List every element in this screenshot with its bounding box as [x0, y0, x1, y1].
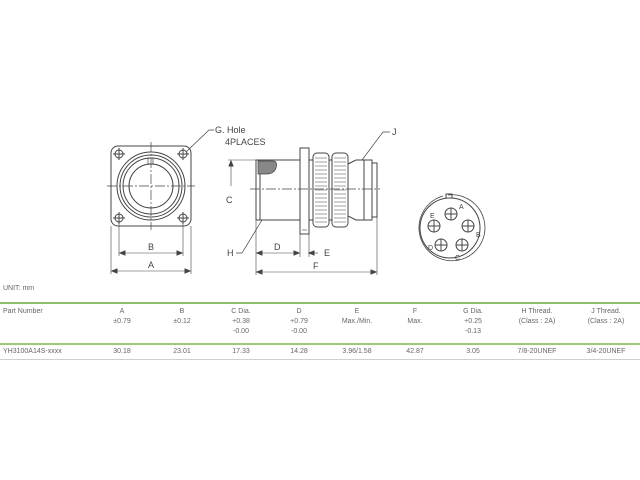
h-label: H — [227, 248, 234, 258]
cell-part-number: YH3100A14S-xxxx — [3, 348, 62, 355]
pin-e-label: E — [430, 213, 435, 220]
table-row: YH3100A14S-xxxx 30.18 23.01 17.33 14.28 … — [0, 344, 640, 360]
cell-g: 3.05 — [466, 348, 480, 355]
contact-pin-icon — [427, 207, 475, 252]
cell-h: 7/8-20UNEF — [517, 348, 557, 355]
pin-b-label: B — [476, 232, 481, 239]
header-g: G Dia.+0.25-0.13 — [463, 308, 483, 335]
cell-a: 30.18 — [113, 348, 131, 355]
header-h: H Thread.(Class : 2A) — [518, 308, 556, 325]
pin-a-label: A — [459, 204, 464, 211]
b-label: B — [148, 242, 154, 252]
header-d: D+0.79-0.00 — [290, 308, 308, 335]
header-part-number: Part Number — [3, 308, 43, 315]
four-places-label: 4PLACES — [225, 137, 266, 147]
cell-d: 14.28 — [290, 348, 308, 355]
header-b: B±0.12 — [173, 308, 191, 325]
table-header-row: Part Number A±0.79 B±0.12 C Dia.+0.38-0.… — [0, 303, 640, 344]
spec-table: Part Number A±0.79 B±0.12 C Dia.+0.38-0.… — [0, 302, 640, 360]
g-hole-label: G. Hole — [215, 125, 246, 135]
f-label: F — [313, 261, 319, 271]
connector-drawing: G. Hole 4PLACES J C H B A D E F A B C D … — [107, 125, 486, 275]
cell-f: 42.87 — [406, 348, 424, 355]
a-label: A — [148, 260, 154, 270]
pin-face-view — [418, 193, 486, 262]
d-label: D — [274, 242, 281, 252]
header-a: A±0.79 — [113, 308, 131, 325]
header-j: J Thread.(Class : 2A) — [587, 308, 625, 325]
pin-c-label: C — [455, 255, 460, 262]
cell-b: 23.01 — [173, 348, 191, 355]
e-label: E — [324, 248, 330, 258]
unit-label: UNIT: mm — [3, 285, 35, 292]
front-view — [107, 129, 214, 274]
cell-j: 3/4-20UNEF — [586, 348, 626, 355]
cell-e: 3.96/1.58 — [342, 348, 372, 355]
cell-c: 17.33 — [232, 348, 250, 355]
j-label: J — [392, 127, 397, 137]
side-view — [228, 131, 390, 275]
header-c: C Dia.+0.38-0.00 — [231, 308, 251, 335]
pin-d-label: D — [428, 245, 433, 252]
c-label: C — [226, 195, 233, 205]
